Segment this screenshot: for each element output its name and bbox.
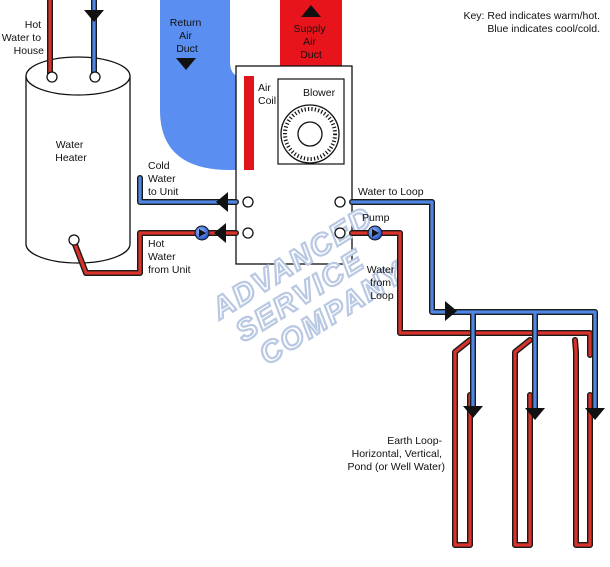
arrow-down-icon xyxy=(176,58,196,70)
key-line-2: Blue indicates cool/cold. xyxy=(487,23,600,35)
arrow-down-icon xyxy=(463,406,483,418)
water-from-loop-label: Water from Loop xyxy=(367,264,398,302)
cold-pipes xyxy=(91,0,598,413)
arrow-down-icon xyxy=(525,408,545,420)
earth-loop-label: Earth Loop- Horizontal, Vertical, Pond (… xyxy=(348,435,445,473)
return-air-duct-label: Return Air Duct xyxy=(170,17,204,55)
arrow-down-icon xyxy=(84,10,104,22)
arrow-right-icon xyxy=(445,301,457,321)
key-line-1: Key: Red indicates warm/hot. xyxy=(463,10,600,22)
return-air-duct xyxy=(160,0,246,170)
blower-label: Blower xyxy=(303,87,336,99)
blower xyxy=(277,78,345,165)
supply-air-duct-label: Supply Air Duct xyxy=(293,23,328,61)
air-coil-label: Air Coil xyxy=(258,82,276,107)
arrow-left-icon xyxy=(216,192,228,212)
arrow-down-icon xyxy=(585,408,605,420)
pipe-fittings xyxy=(46,71,346,246)
hot-pipes xyxy=(47,0,593,548)
cold-water-to-unit-label: Cold Water to Unit xyxy=(148,160,179,198)
arrow-up-icon xyxy=(301,5,321,17)
water-to-loop-label: Water to Loop xyxy=(358,186,424,198)
pump-left xyxy=(194,225,210,241)
arrow-left-icon xyxy=(214,223,226,243)
pump-right xyxy=(367,225,383,241)
air-coil xyxy=(244,76,254,170)
water-heater-label: Water Heater xyxy=(55,139,87,164)
hot-water-from-unit-label: Hot Water from Unit xyxy=(148,238,191,276)
pump-label: Pump xyxy=(362,212,390,224)
flow-arrows xyxy=(84,5,605,420)
hot-water-house-label: Hot Water to House xyxy=(2,19,44,57)
